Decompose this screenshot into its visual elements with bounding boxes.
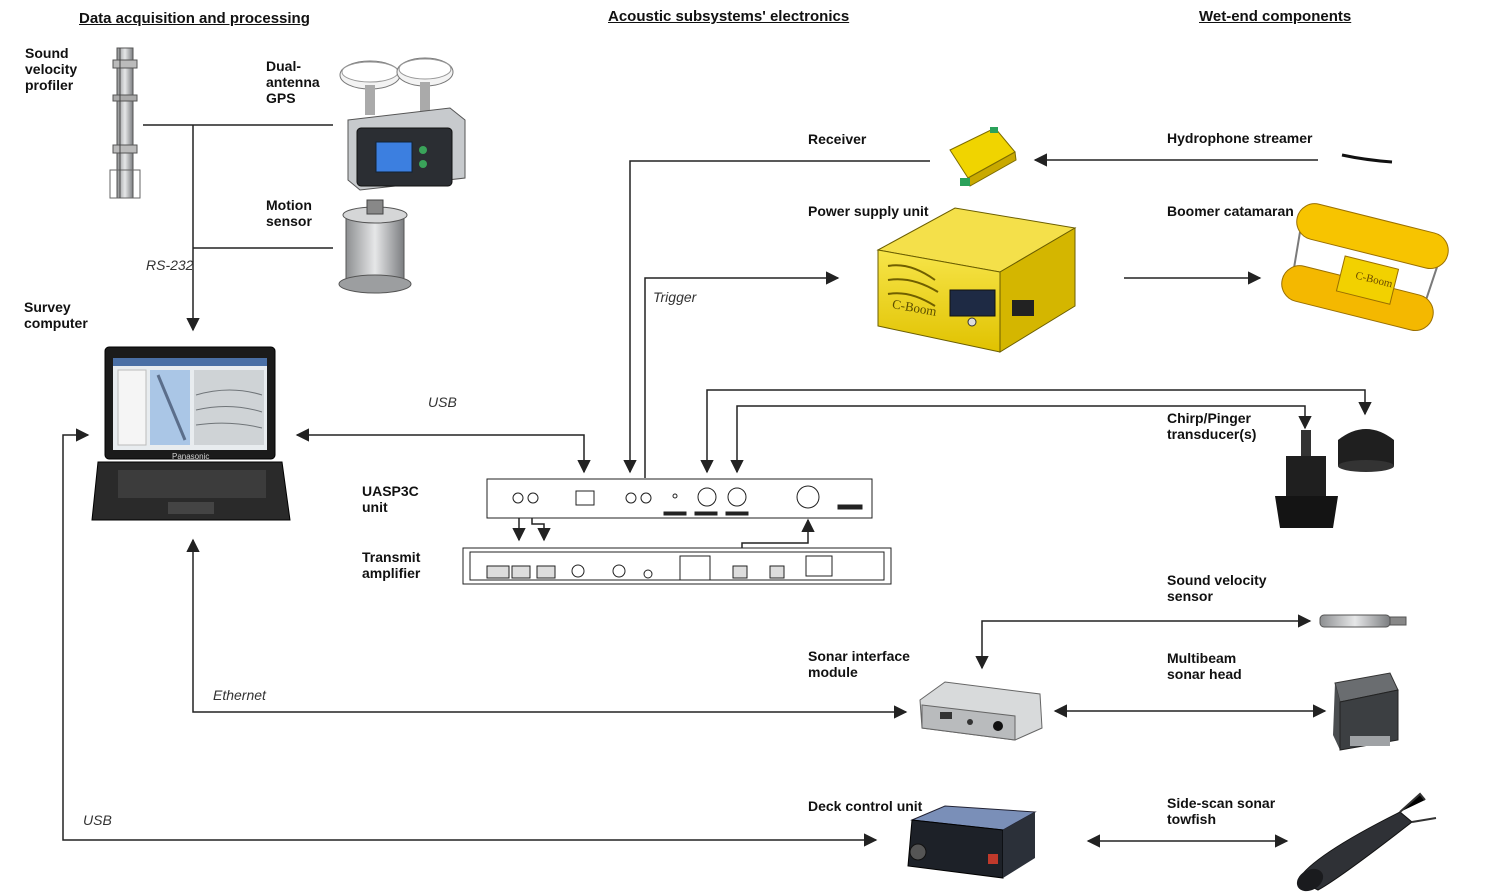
uasp3c-unit-icon	[486, 478, 873, 519]
label-transmit-amplifier: Transmit amplifier	[362, 549, 421, 581]
label-power-supply-unit: Power supply unit	[808, 203, 929, 219]
power-supply-icon	[876, 207, 1077, 353]
laptop-icon	[91, 346, 291, 521]
connection-label-usb-top: USB	[428, 394, 457, 410]
usb-uasp-line	[295, 428, 591, 474]
label-boomer-catamaran: Boomer catamaran	[1167, 203, 1294, 219]
connection-label-rs232: RS-232	[146, 257, 194, 273]
label-side-scan-towfish: Side-scan sonar towfish	[1167, 795, 1276, 827]
label-receiver: Receiver	[808, 131, 867, 147]
header-wetend: Wet-end components	[1199, 8, 1352, 25]
connection-lines	[62, 124, 1372, 848]
svs-line	[975, 614, 1312, 670]
transmit-amplifier-icon	[462, 547, 892, 585]
header-acquisition: Data acquisition and processing	[79, 10, 310, 27]
label-sonar-interface-module: Sonar interface module	[808, 648, 910, 680]
chirp-line-a	[700, 389, 1372, 474]
connection-label-usb-bottom: USB	[83, 812, 112, 828]
header-acoustic: Acoustic subsystems' electronics	[608, 8, 850, 25]
boomer-catamaran-icon	[1281, 203, 1449, 332]
hydrophone-streamer-icon	[1341, 153, 1393, 164]
gps-icon	[339, 57, 466, 191]
sonar-interface-module-icon	[919, 681, 1043, 741]
sound-velocity-profiler-icon	[109, 47, 141, 199]
label-deck-control-unit: Deck control unit	[808, 798, 923, 814]
label-motion-sensor: Motion sensor	[266, 197, 312, 229]
trigger-line	[644, 271, 840, 478]
side-scan-towfish-icon	[1296, 792, 1437, 892]
receiver-icon	[949, 127, 1017, 187]
connection-label-ethernet: Ethernet	[213, 687, 266, 703]
connection-label-trigger: Trigger	[653, 289, 697, 305]
label-sound-velocity-profiler: Sound velocity profiler	[25, 45, 78, 93]
label-multibeam-sonar-head: Multibeam sonar head	[1167, 650, 1242, 682]
multibeam-sonar-head-icon	[1333, 672, 1399, 751]
deck-control-unit-icon	[907, 805, 1037, 879]
receiver-line	[623, 160, 930, 474]
label-sound-velocity-sensor: Sound velocity sensor	[1167, 572, 1267, 604]
label-dual-antenna-gps: Dual- antenna GPS	[266, 58, 320, 106]
uasp-amp-line-b	[531, 518, 551, 542]
chirp-transducer-icon	[1275, 429, 1394, 528]
label-uasp3c-unit: UASP3C unit	[362, 483, 419, 515]
label-survey-computer: Survey computer	[24, 299, 88, 331]
label-hydrophone-streamer: Hydrophone streamer	[1167, 130, 1313, 146]
laptop-brand-logo: Panasonic	[172, 452, 210, 461]
label-chirp-pinger: Chirp/Pinger transducer(s)	[1167, 410, 1257, 442]
motion-sensor-icon	[338, 199, 412, 294]
usb-deck-line	[62, 428, 878, 847]
sound-velocity-sensor-icon	[1319, 614, 1407, 628]
